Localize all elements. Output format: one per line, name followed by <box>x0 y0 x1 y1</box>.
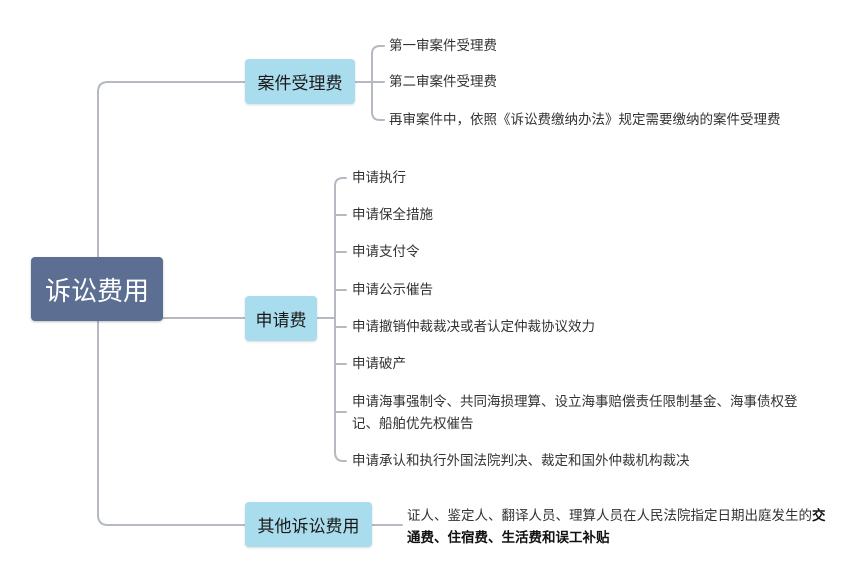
connector-case-item-3 <box>371 81 385 121</box>
application-fee-item: 申请保全措施 <box>352 207 433 223</box>
root-label: 诉讼费用 <box>44 276 149 307</box>
case-fee-item: 第二审案件受理费 <box>389 74 497 90</box>
other-fee-bold-text: 交通费、住宿费、生活费和误工补贴 <box>407 508 826 546</box>
branch-case-fee: 案件受理费 <box>245 59 355 104</box>
application-fee-item: 申请执行 <box>352 170 406 186</box>
connector-root-case-fee <box>97 81 246 258</box>
other-fee-description: 证人、鉴定人、翻译人员、理算人员在人民法院指定日期出庭发生的交通费、住宿费、生活… <box>407 505 827 549</box>
branch-other-fee: 其他诉讼费用 <box>245 502 372 547</box>
root-node: 诉讼费用 <box>31 257 163 321</box>
other-fee-text: 证人、鉴定人、翻译人员、理算人员在人民法院指定日期出庭发生的 <box>407 508 812 524</box>
branch-application-fee-label: 申请费 <box>255 311 307 331</box>
branch-case-fee-label: 案件受理费 <box>257 74 343 94</box>
application-fee-item: 申请公示催告 <box>352 282 433 298</box>
connector-app-item-8 <box>334 451 347 462</box>
branch-other-fee-label: 其他诉讼费用 <box>257 517 360 537</box>
connector-case-item-1 <box>371 45 385 83</box>
branch-application-fee: 申请费 <box>245 296 317 341</box>
case-fee-item: 第一审案件受理费 <box>389 38 497 54</box>
application-fee-item: 申请海事强制令、共同海损理算、设立海事赔偿责任限制基金、海事债权登记、船舶优先权… <box>352 394 798 432</box>
connector-root-other-fee <box>97 320 246 526</box>
application-fee-item: 申请破产 <box>352 356 406 372</box>
application-fee-item: 申请撤销仲裁裁决或者认定仲裁协议效力 <box>352 319 595 335</box>
application-fee-item: 申请承认和执行外国法院判决、裁定和国外仲裁机构裁决 <box>352 453 690 469</box>
connector-app-item-1 <box>334 177 347 187</box>
case-fee-item: 再审案件中，依照《诉讼费缴纳办法》规定需要缴纳的案件受理费 <box>389 112 781 128</box>
application-fee-item: 申请支付令 <box>352 244 420 260</box>
